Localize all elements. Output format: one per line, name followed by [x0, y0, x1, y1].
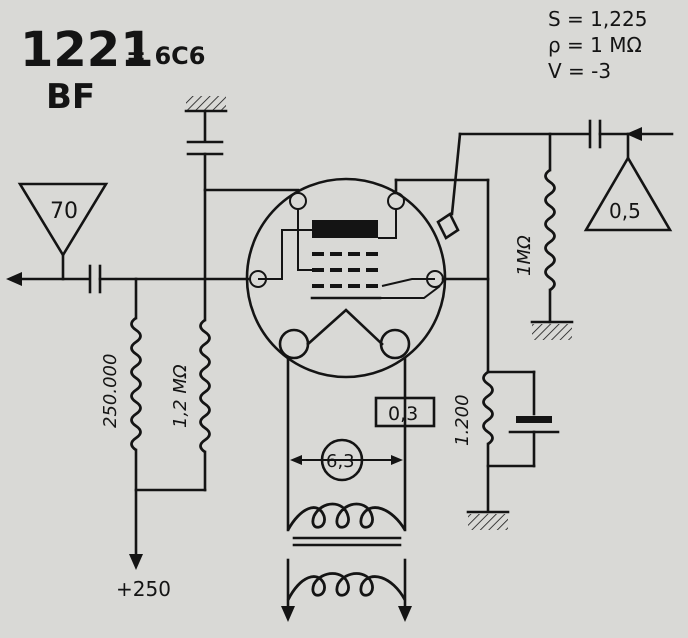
grid-resistor	[544, 168, 556, 292]
cathode-ground-symbol	[466, 510, 510, 530]
output-gain-symbol: 70	[17, 182, 109, 281]
param-v: V = -3	[548, 59, 611, 83]
param-rho: ρ = 1 MΩ	[548, 33, 642, 57]
heater-current-label: 0,3	[388, 403, 418, 425]
input-coupling-capacitor	[588, 119, 602, 149]
supply-arrow	[129, 554, 143, 570]
output-arrow	[6, 272, 90, 286]
tube-number: 1221	[20, 22, 154, 78]
grid-ground-symbol	[530, 320, 574, 340]
screen-resistor-label: 1,2 MΩ	[170, 364, 191, 428]
grid-resistor-label: 1MΩ	[514, 235, 535, 276]
equivalent-type: = 6C6	[126, 42, 205, 70]
cathode-bypass-capacitor	[508, 416, 560, 434]
function-label: BF	[46, 77, 95, 117]
input-gain-symbol: 0,5	[583, 155, 673, 232]
cathode-resistor	[482, 370, 494, 446]
heater-transformer	[281, 502, 412, 622]
anode-load-resistor	[130, 316, 142, 452]
heater-voltage-label: 6,3	[326, 451, 355, 472]
cathode-resistor-label: 1.200	[452, 394, 473, 446]
input-arrow	[626, 127, 674, 141]
screen-resistor	[199, 318, 211, 454]
output-coupling-capacitor	[88, 264, 102, 294]
screen-bypass-capacitor	[186, 140, 224, 156]
supply-voltage-label: +250	[116, 577, 171, 601]
heater-current-box: 0,3	[374, 396, 436, 428]
anode-load-resistor-label: 250.000	[100, 354, 121, 428]
param-s: S = 1,225	[548, 7, 647, 31]
top-ground-symbol	[184, 96, 228, 113]
output-gain-label: 70	[50, 199, 78, 224]
heater-voltage-indicator: 6,3	[290, 438, 403, 482]
tube-envelope	[245, 177, 460, 379]
input-gain-label: 0,5	[609, 199, 641, 223]
